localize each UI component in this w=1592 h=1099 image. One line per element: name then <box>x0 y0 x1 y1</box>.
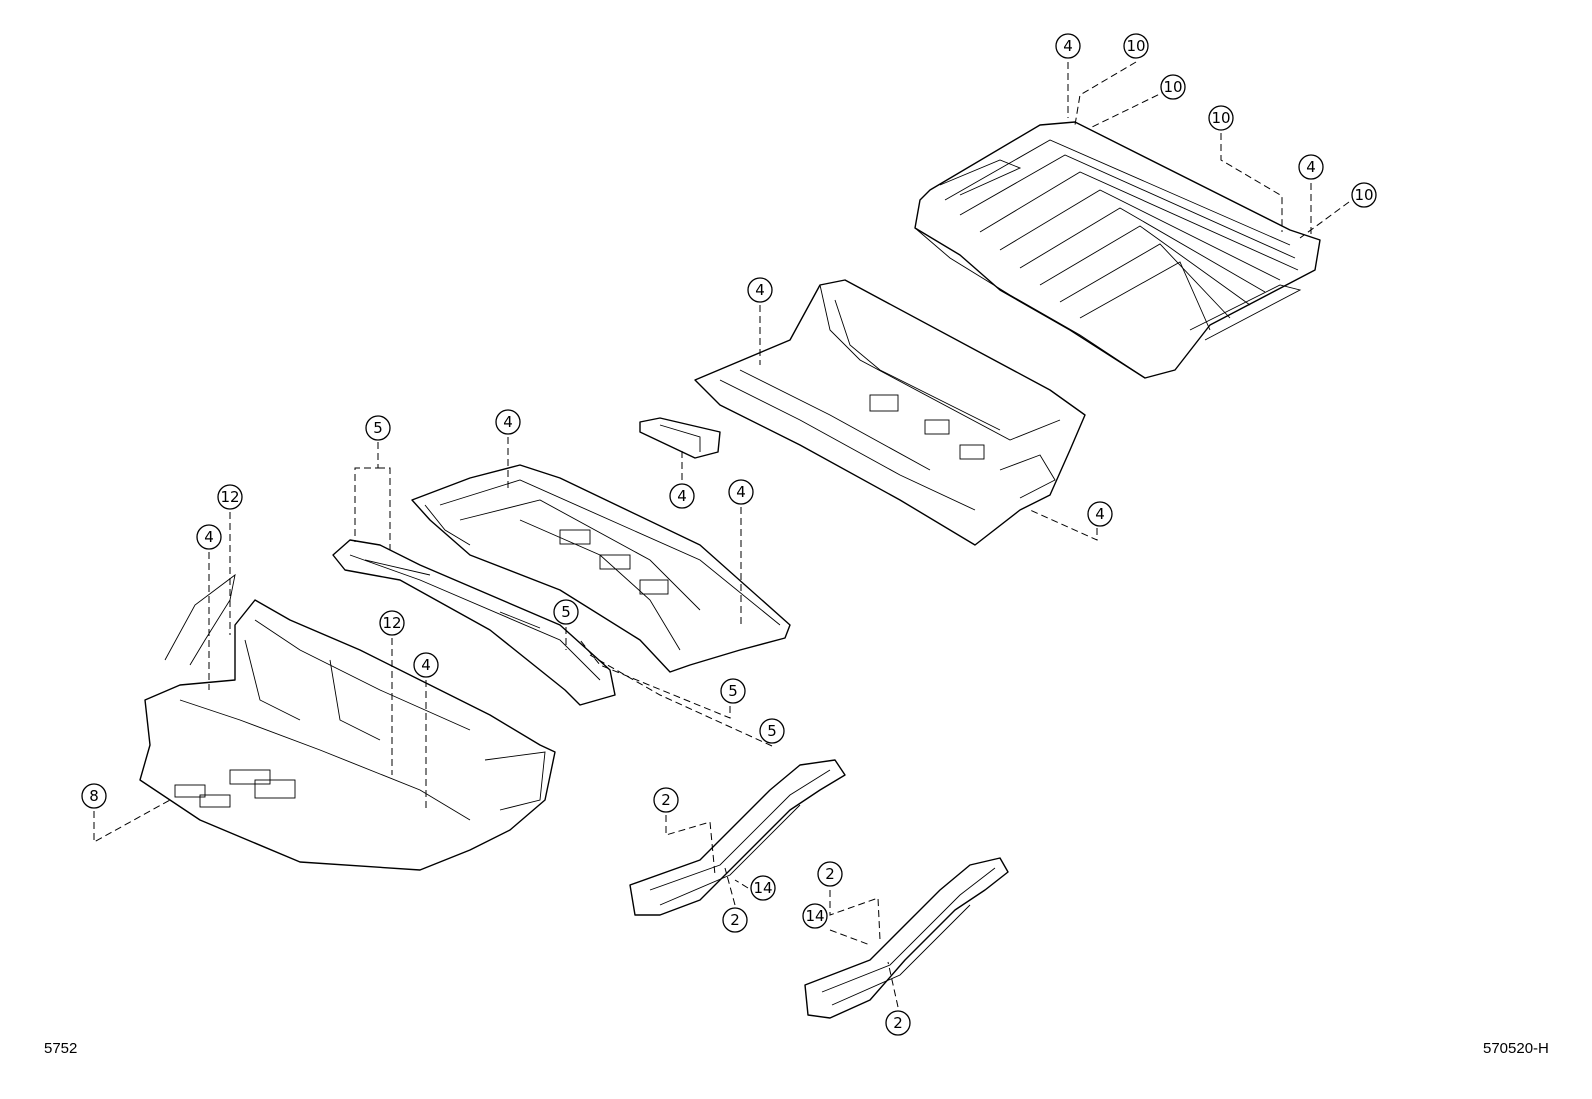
rear-side-rail-right <box>804 857 1009 1019</box>
callout-4-center-pan: 4 <box>495 409 521 435</box>
svg-text:4: 4 <box>503 413 513 431</box>
callout-4-front-center: 4 <box>413 652 439 678</box>
floor-cross-member <box>332 539 616 706</box>
rear-cargo-floor-panel <box>914 121 1321 379</box>
svg-text:5: 5 <box>767 722 777 740</box>
front-floor-pan <box>139 573 556 871</box>
callout-4-rear-pan: 4 <box>747 277 773 303</box>
svg-text:8: 8 <box>89 787 99 805</box>
svg-text:2: 2 <box>893 1014 903 1032</box>
callout-2-left-bottom: 2 <box>722 907 748 933</box>
svg-text:4: 4 <box>736 483 746 501</box>
callout-10-c: 10 <box>1208 105 1234 131</box>
callout-5-middle: 5 <box>553 599 579 625</box>
callout-2-right-top: 2 <box>817 861 843 887</box>
svg-text:2: 2 <box>825 865 835 883</box>
callout-14-left: 14 <box>750 875 776 901</box>
leader-lines <box>93 61 1350 1008</box>
callout-4-rear-pan-right: 4 <box>1087 501 1113 527</box>
svg-text:5: 5 <box>561 603 571 621</box>
svg-text:5: 5 <box>373 419 383 437</box>
callout-8: 8 <box>81 783 107 809</box>
callout-10-b: 10 <box>1160 74 1186 100</box>
rear-side-rail-left <box>629 759 846 916</box>
callout-5-top: 5 <box>365 415 391 441</box>
svg-text:4: 4 <box>755 281 765 299</box>
svg-text:12: 12 <box>220 488 239 506</box>
svg-text:4: 4 <box>677 487 687 505</box>
callout-12-center: 12 <box>379 610 405 636</box>
floor-bracket <box>639 417 721 459</box>
svg-text:10: 10 <box>1354 186 1373 204</box>
svg-text:4: 4 <box>204 528 214 546</box>
callout-2-left-top: 2 <box>653 787 679 813</box>
svg-text:4: 4 <box>1306 158 1316 176</box>
svg-text:10: 10 <box>1211 109 1230 127</box>
svg-text:2: 2 <box>730 911 740 929</box>
svg-text:4: 4 <box>1063 37 1073 55</box>
callout-10-d: 10 <box>1351 182 1377 208</box>
diagram-code-right: 570520-H <box>1483 1040 1549 1057</box>
callout-5-lower-b: 5 <box>759 718 785 744</box>
callout-4-top: 4 <box>1055 33 1081 59</box>
callout-14-right: 14 <box>802 903 828 929</box>
svg-text:4: 4 <box>421 656 431 674</box>
svg-text:14: 14 <box>753 879 772 897</box>
svg-text:5: 5 <box>728 682 738 700</box>
svg-text:14: 14 <box>805 907 824 925</box>
callout-10-a: 10 <box>1123 33 1149 59</box>
svg-text:2: 2 <box>661 791 671 809</box>
callout-4-right-top: 4 <box>1298 154 1324 180</box>
callout-12-left: 12 <box>217 484 243 510</box>
diagram-code-left: 5752 <box>44 1040 78 1057</box>
callout-5-lower-a: 5 <box>720 678 746 704</box>
callout-2-right-bottom: 2 <box>885 1010 911 1036</box>
svg-text:10: 10 <box>1126 37 1145 55</box>
svg-text:4: 4 <box>1095 505 1105 523</box>
callout-4-bracket: 4 <box>669 483 695 509</box>
center-floor-pan <box>411 464 791 673</box>
rear-floor-pan <box>694 279 1086 546</box>
svg-text:12: 12 <box>382 614 401 632</box>
callout-4-center-right: 4 <box>728 479 754 505</box>
svg-text:10: 10 <box>1163 78 1182 96</box>
callout-4-front-left: 4 <box>196 524 222 550</box>
